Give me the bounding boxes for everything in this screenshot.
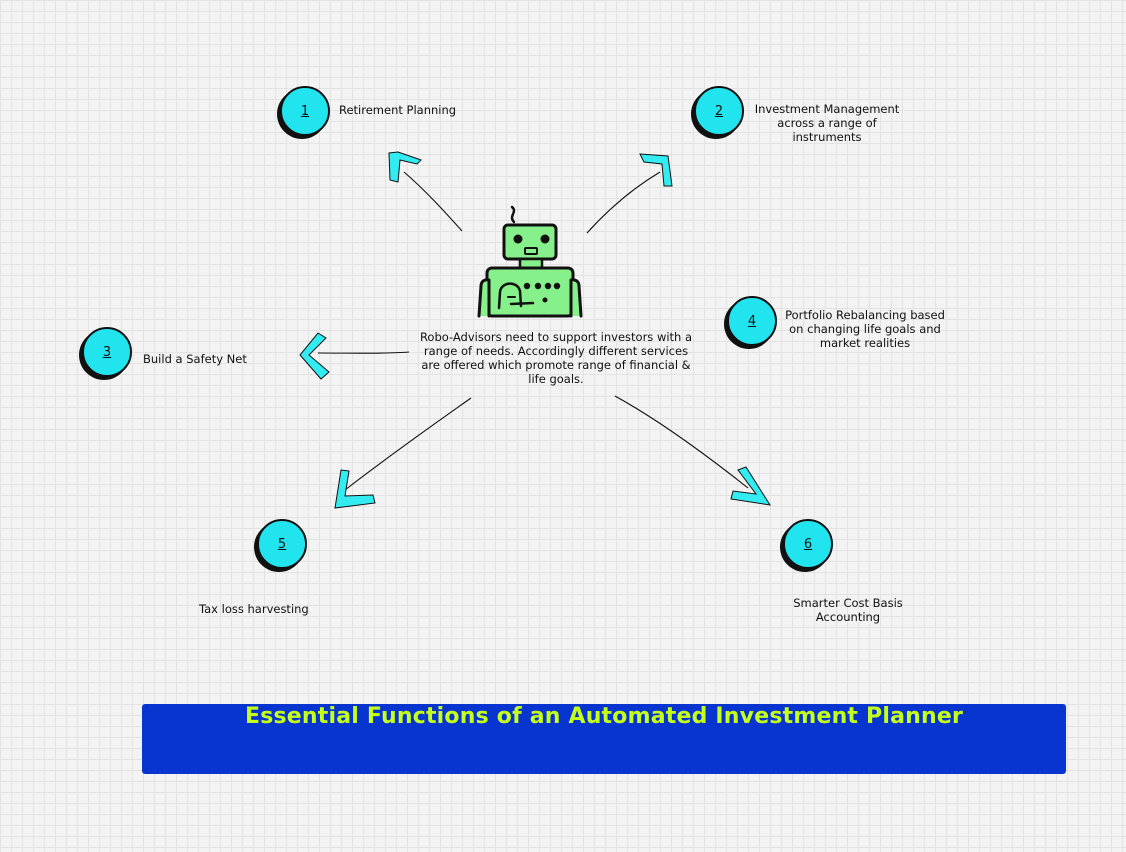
arrowhead-1 xyxy=(388,151,422,183)
arrowhead-5 xyxy=(334,469,376,509)
connector-1 xyxy=(403,171,463,232)
connector-5 xyxy=(344,397,472,491)
connector-3 xyxy=(317,351,410,354)
node-5-label: Tax loss harvesting xyxy=(199,602,309,616)
node-4-label: Portfolio Rebalancing based on changing … xyxy=(785,308,945,350)
arrowhead-6 xyxy=(730,466,772,506)
node-4-circle: 4 xyxy=(727,296,777,346)
title-banner: Essential Functions of an Automated Inve… xyxy=(142,704,1066,774)
robot-icon xyxy=(477,205,583,318)
arrowhead-2 xyxy=(639,153,673,187)
arrowhead-3 xyxy=(299,332,330,380)
node-6-label: Smarter Cost Basis Accounting xyxy=(793,596,903,624)
node-1-circle: 1 xyxy=(280,86,330,136)
banner-title: Essential Functions of an Automated Inve… xyxy=(244,704,964,729)
node-3-label: Build a Safety Net xyxy=(143,352,247,366)
center-description: Robo-Advisors need to support investors … xyxy=(419,330,693,386)
node-5-circle: 5 xyxy=(257,519,307,569)
node-2-circle: 2 xyxy=(694,86,744,136)
connector-2 xyxy=(586,171,661,234)
node-3-circle: 3 xyxy=(82,327,132,377)
connector-6 xyxy=(614,395,749,489)
node-6-circle: 6 xyxy=(783,519,833,569)
node-1-label: Retirement Planning xyxy=(339,103,457,117)
node-2-label: Investment Management across a range of … xyxy=(754,102,900,144)
